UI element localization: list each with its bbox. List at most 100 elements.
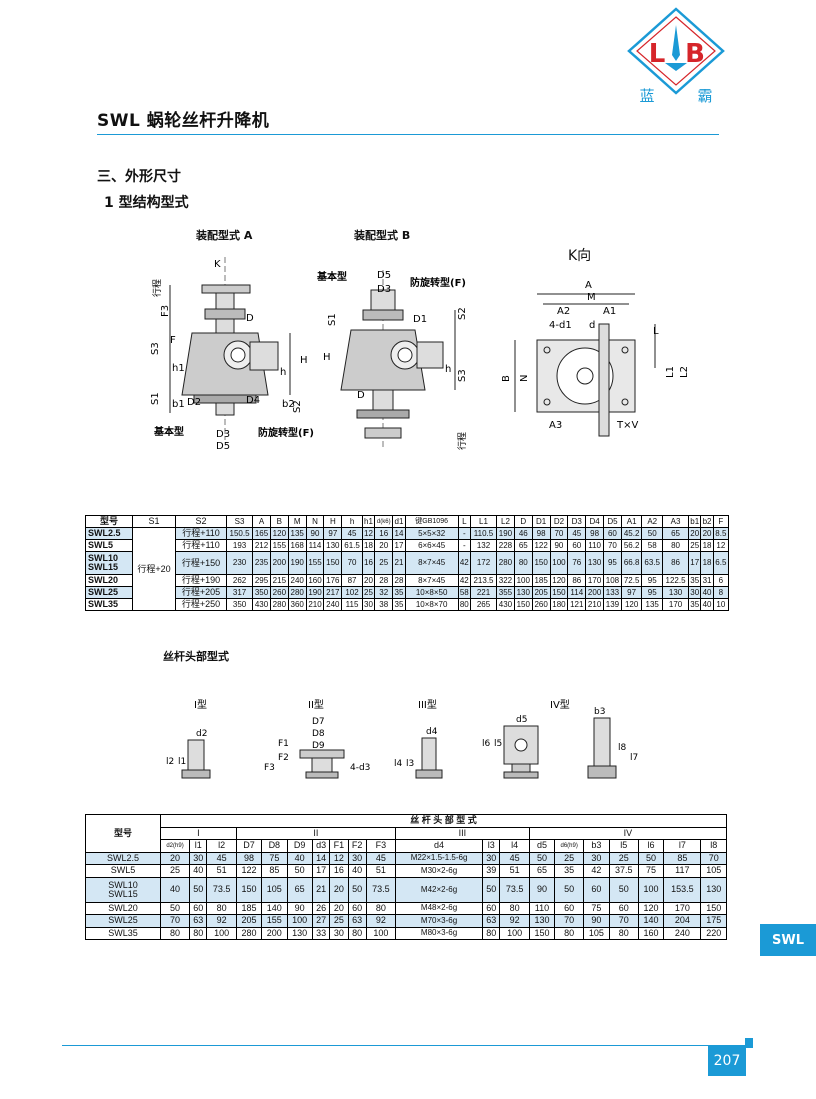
table-cell: 8 — [712, 586, 730, 599]
dimension-table: 型号 S1 S2 S3 A B M N H h h1 d(k6) d1 键GB1… — [85, 515, 730, 611]
table-cell: 180 — [549, 598, 569, 611]
type-iv-label-l7: l7 — [630, 753, 638, 763]
table-cell: 20 — [688, 527, 702, 540]
table-cell: 17 — [392, 539, 406, 552]
table-cell: 260 — [531, 598, 551, 611]
table-cell: 18 — [700, 551, 714, 575]
table-cell: 8×7×45 — [404, 551, 459, 575]
table-cell: 322 — [496, 574, 515, 587]
model-name: SWL35 — [88, 599, 119, 609]
table-cell: 行程+190 — [175, 574, 227, 587]
table-cell: - — [457, 539, 471, 552]
th: A — [252, 515, 271, 528]
table-cell: 350 — [225, 598, 254, 611]
table-cell: 14 — [392, 527, 406, 540]
table-cell: 60 — [603, 527, 622, 540]
type-i-name: I型 — [194, 698, 207, 711]
type-i-label-l2: l2 — [166, 757, 174, 767]
assembly-b-caption: 装配型式 B — [354, 229, 411, 242]
table-cell: 140 — [261, 901, 288, 915]
th: l2 — [206, 839, 237, 853]
table-cell: 150 — [323, 551, 343, 575]
table-cell: 17 — [688, 551, 702, 575]
table-cell: 92 — [499, 914, 530, 928]
table-cell: 105 — [261, 876, 288, 903]
table-cell: 70 — [554, 914, 585, 928]
label-d1: D1 — [413, 314, 427, 325]
table-cell: 97 — [620, 586, 643, 599]
table-cell: 70 — [603, 539, 622, 552]
table-cell: 105 — [700, 864, 727, 878]
table-cell: 430 — [252, 598, 271, 611]
table-cell: 25 — [159, 864, 191, 878]
table-cell: 98 — [235, 851, 263, 865]
table-cell: 280 — [269, 598, 289, 611]
table-cell: 98 — [531, 527, 551, 540]
label-a: A — [585, 280, 592, 291]
table-cell: 80 — [661, 539, 690, 552]
table-cell: - — [457, 527, 471, 540]
th: L2 — [496, 515, 515, 528]
type-ii-name: II型 — [308, 698, 324, 711]
table-cell: 行程+110 — [175, 527, 227, 540]
table-cell: 220 — [700, 926, 727, 940]
label-d3: D3 — [216, 429, 230, 440]
label-h-big: H — [300, 355, 308, 366]
table-cell: 45 — [206, 851, 237, 865]
model-name: SWL15 — [88, 562, 119, 572]
table-cell: 12 — [329, 851, 349, 865]
table-cell: 58 — [641, 539, 663, 552]
table-cell: 6×6×45 — [404, 539, 459, 552]
type-iv-label-b3: b3 — [594, 707, 605, 717]
label-basic: 基本型 — [316, 270, 347, 283]
table-cell: 60 — [554, 901, 585, 915]
th: d5 — [528, 839, 556, 853]
label-h1: h1 — [172, 363, 185, 374]
table-cell: 170 — [585, 574, 605, 587]
model-name: SWL25 — [108, 915, 138, 926]
table-cell: 80 — [499, 901, 530, 915]
table-cell: 50 — [347, 876, 367, 903]
th: D8 — [261, 839, 288, 853]
table-cell: 35 — [554, 864, 585, 878]
model-name: SWL35 — [108, 927, 138, 938]
logo-letter-b: B — [685, 39, 705, 69]
th: 型号 — [85, 814, 161, 853]
table-cell: 175 — [700, 914, 727, 928]
table-cell: 190 — [287, 551, 307, 575]
table-cell: 65 — [286, 876, 313, 903]
table-cell: 60 — [567, 539, 587, 552]
table-cell: 85 — [663, 851, 702, 865]
table-cell: 240 — [323, 598, 343, 611]
table-cell: 120 — [637, 901, 665, 915]
logo-name-left: 蓝 — [639, 87, 654, 105]
th: D3 — [567, 515, 587, 528]
table-cell: 210 — [305, 598, 325, 611]
table-cell: 35 — [392, 598, 406, 611]
table-cell: 176 — [323, 574, 343, 587]
th: S3 — [225, 515, 254, 528]
th: b2 — [700, 515, 714, 528]
label-b: B — [501, 375, 512, 382]
table-cell: 100 — [513, 574, 533, 587]
table-cell: 87 — [341, 574, 363, 587]
table-cell: 140 — [637, 914, 665, 928]
th: D — [513, 515, 533, 528]
label-d5: D5 — [216, 441, 230, 452]
side-tab: SWL — [760, 924, 816, 956]
assembly-a-drawing: K 行程 F3 D F S3 h1 h H S1 b1 D2 D4 b2 S2 … — [150, 257, 314, 452]
title-divider — [97, 134, 719, 135]
model-name: SWL10 — [108, 879, 138, 890]
table-cell: 45 — [499, 851, 530, 865]
table-cell: 114 — [305, 539, 325, 552]
table-cell: 60 — [189, 901, 208, 915]
th: D5 — [603, 515, 622, 528]
label-h-big: H — [323, 352, 331, 363]
table-cell: 117 — [663, 864, 702, 878]
label-s1: S1 — [150, 392, 161, 405]
table-cell: 40 — [700, 598, 714, 611]
